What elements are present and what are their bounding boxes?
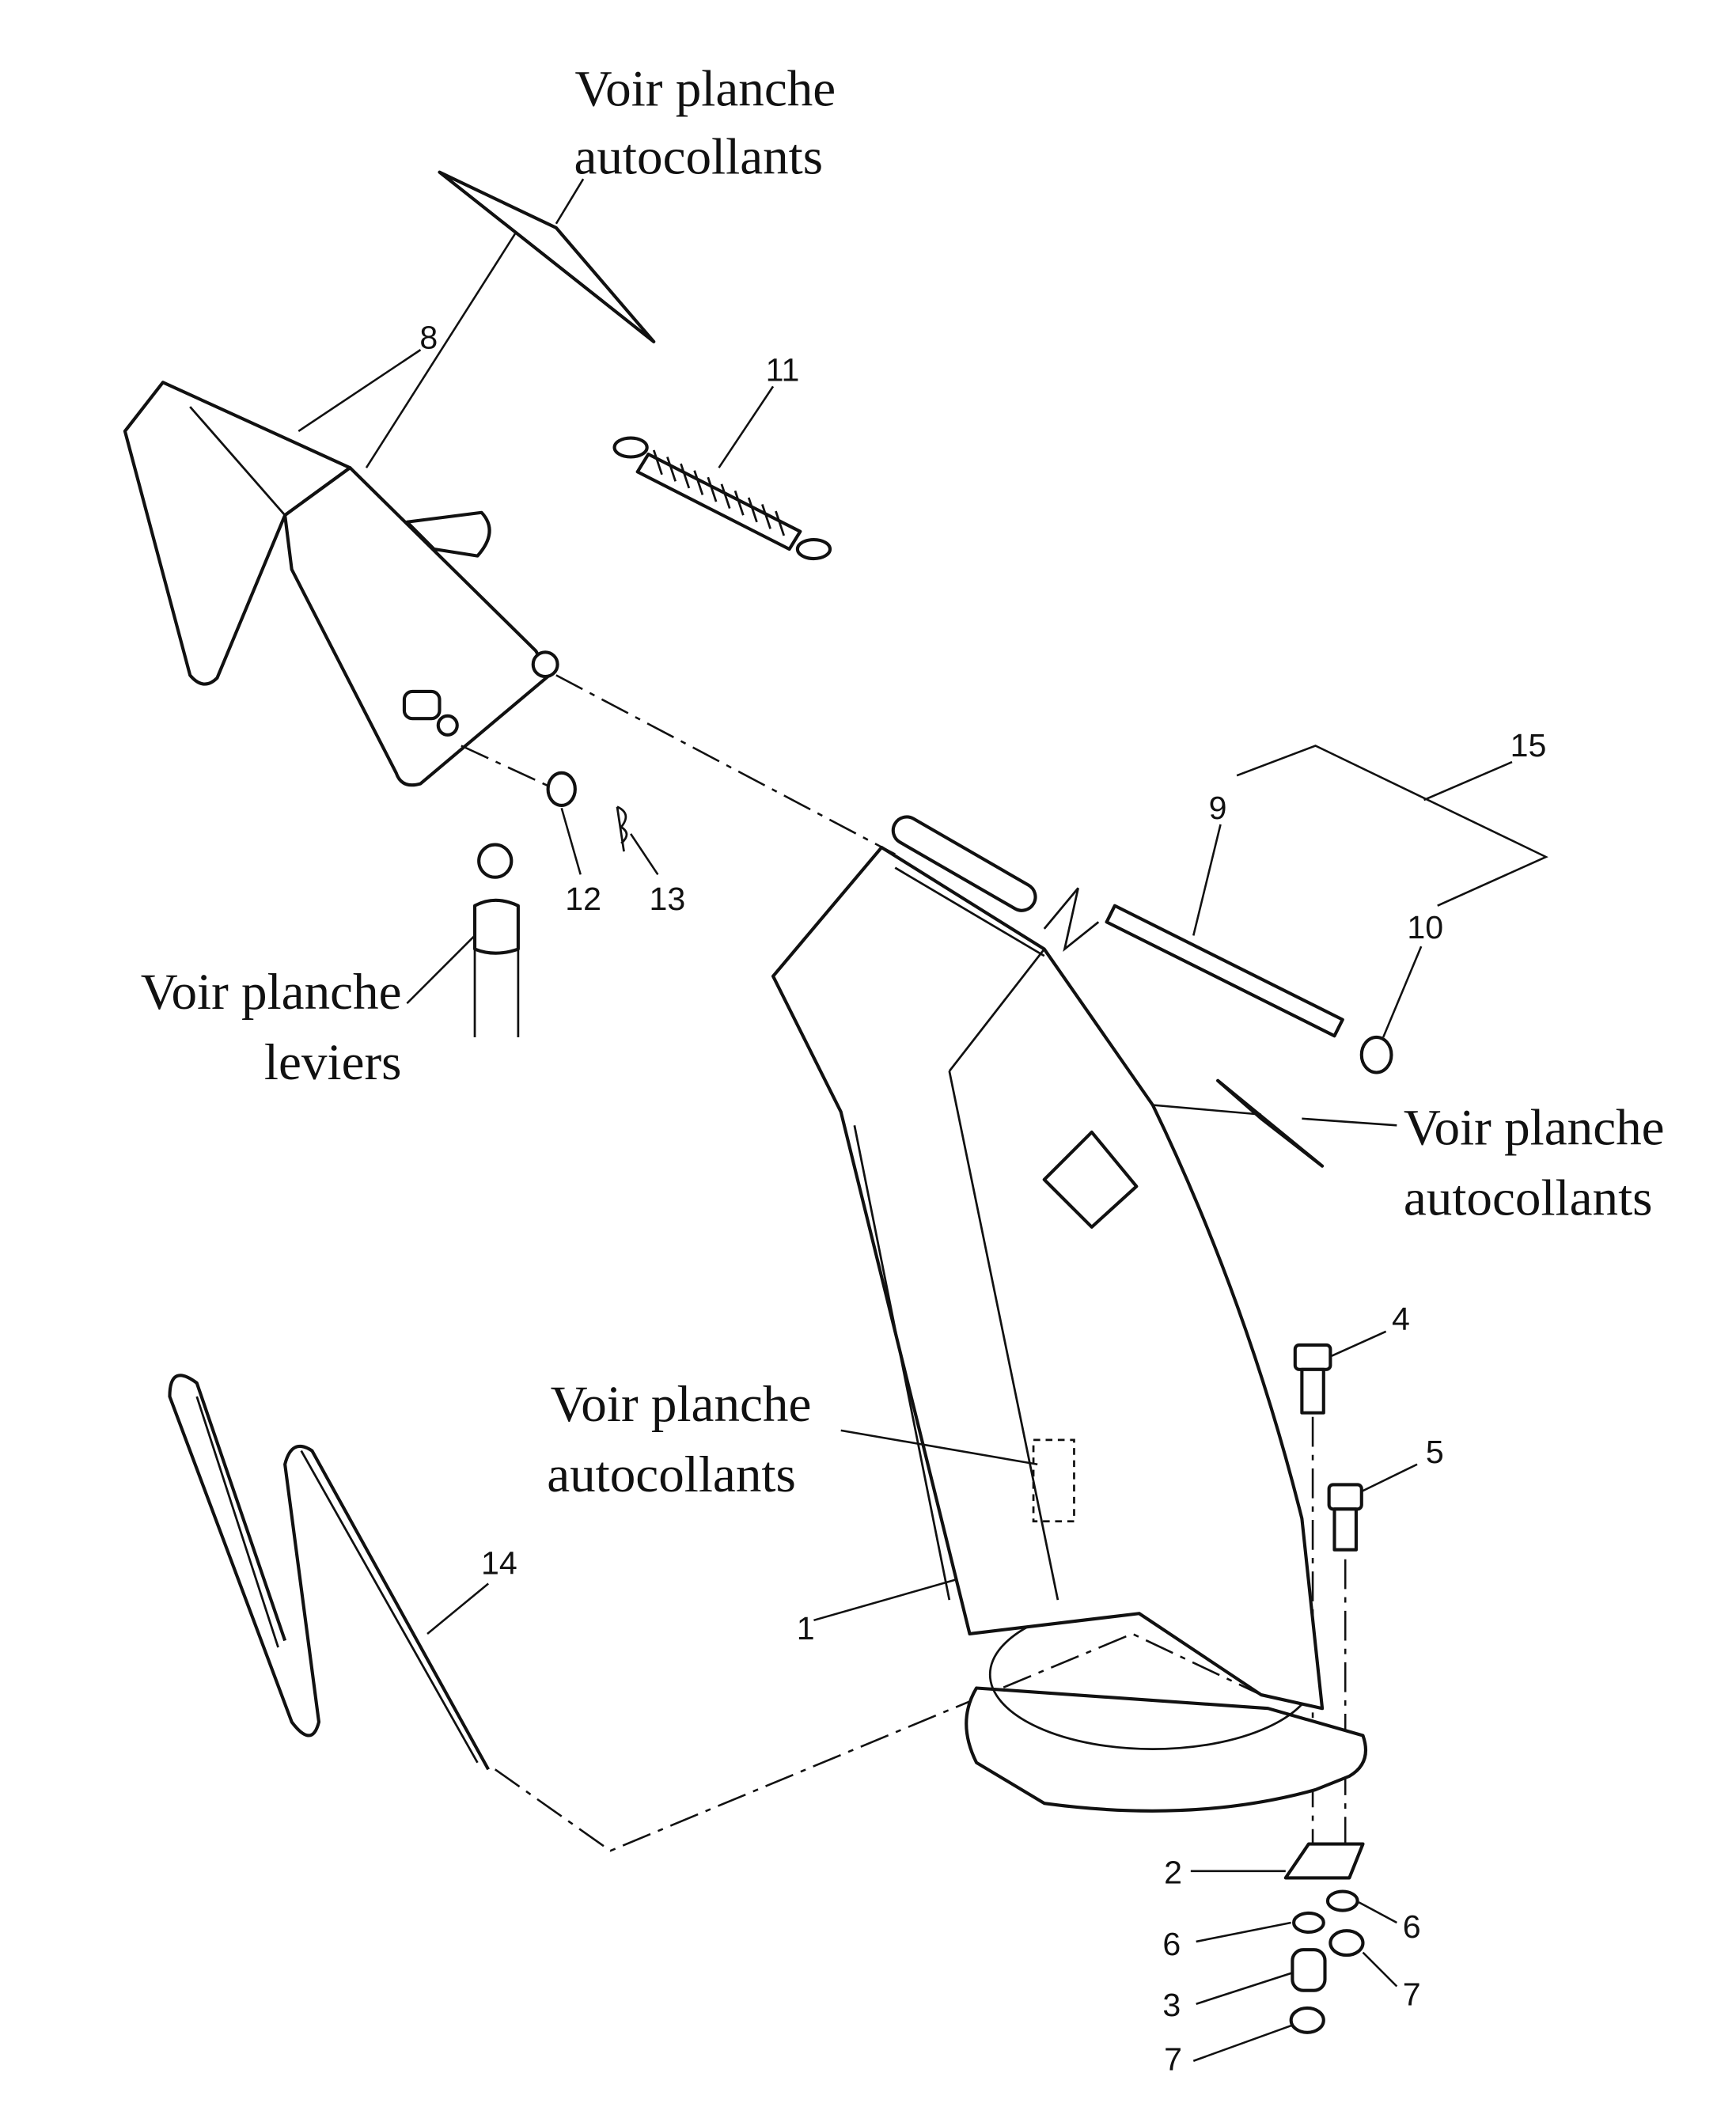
nut-part-7	[1289, 2006, 1325, 2034]
spacer-part-3	[1291, 1948, 1327, 1992]
part-label-1: 1	[797, 1610, 815, 1647]
assembly-line	[495, 1632, 1262, 1852]
chute-part-1	[771, 815, 1367, 1813]
part-label-8: 8	[419, 319, 438, 355]
part-label-4: 4	[1392, 1301, 1410, 1337]
deflector-part-8	[123, 233, 559, 787]
wire-part-14-inner	[195, 1396, 479, 1764]
wire-part-14	[168, 1374, 490, 1771]
assembly-line	[555, 674, 896, 855]
part-label-15: 15	[1510, 727, 1547, 764]
note-stickers-top-2: autocollants	[574, 128, 823, 185]
note-levers-2: leviers	[264, 1034, 402, 1091]
bolt-part-5	[1327, 1463, 1418, 1552]
part-label-7: 7	[1164, 2041, 1182, 2078]
part-label-6: 6	[1162, 1926, 1181, 1962]
bolt-part-4	[1293, 1330, 1387, 1415]
assembly-line	[461, 745, 550, 788]
part-label-3: 3	[1162, 1987, 1181, 2023]
lever-rod	[406, 843, 520, 1037]
nut-part-6	[1325, 1889, 1359, 1912]
nut-part-7	[1329, 1929, 1365, 1957]
part-label-2: 2	[1164, 1854, 1182, 1890]
part-label-14: 14	[481, 1545, 517, 1582]
washer-part-10	[1359, 1035, 1393, 1074]
note-levers: Voir planche	[141, 964, 402, 1021]
sticker-top	[438, 170, 656, 343]
sticker-right	[1216, 1078, 1325, 1168]
spring-part-11	[612, 385, 832, 561]
note-stickers-right-2: autocollants	[1404, 1169, 1653, 1226]
part-label-10: 10	[1407, 909, 1443, 946]
part-label-11: 11	[766, 352, 800, 388]
nut-part-6	[1292, 1911, 1325, 1935]
plate-part-2	[1283, 1842, 1365, 1880]
washer-part-12	[546, 771, 577, 807]
part-label-12: 12	[565, 881, 601, 917]
note-stickers-top: Voir planche	[575, 61, 836, 118]
note-stickers-middle-2: autocollants	[547, 1446, 796, 1503]
part-label-5: 5	[1426, 1434, 1444, 1470]
clip-part-13	[616, 805, 628, 852]
part-label-6: 6	[1403, 1908, 1421, 1945]
note-stickers-right: Voir planche	[1404, 1099, 1665, 1156]
part-label-9: 9	[1209, 790, 1227, 826]
rod-part-9	[1043, 824, 1344, 1038]
part-label-13: 13	[650, 881, 686, 917]
note-stickers-middle: Voir planche	[551, 1376, 812, 1433]
part-label-7: 7	[1403, 1976, 1421, 2012]
bracket-15	[1236, 745, 1548, 907]
